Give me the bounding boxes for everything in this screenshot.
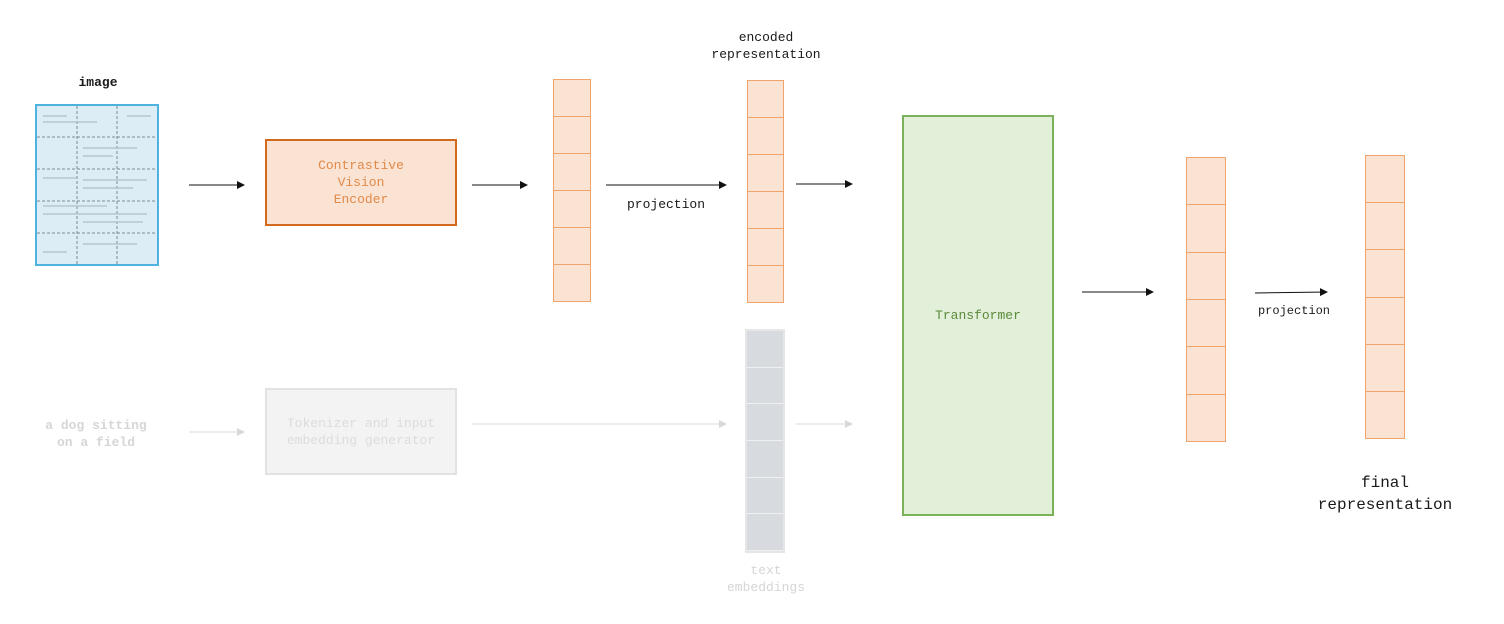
vector-cell bbox=[1187, 253, 1225, 300]
vector-cell bbox=[1187, 347, 1225, 395]
vector-cell bbox=[1187, 205, 1225, 253]
document-image-graphic bbox=[37, 106, 157, 264]
vector-cell bbox=[554, 228, 590, 265]
tokenizer-box: Tokenizer and input embedding generator bbox=[265, 388, 457, 475]
vector-cell bbox=[748, 229, 783, 266]
vector-cell bbox=[748, 81, 783, 118]
encoded-representation-vector bbox=[747, 80, 784, 303]
vector-cell bbox=[748, 266, 783, 302]
vector-cell bbox=[1187, 395, 1225, 441]
transformer-output-vector bbox=[1186, 157, 1226, 442]
vision-encoder-box: Contrastive Vision Encoder bbox=[265, 139, 457, 226]
vector-cell bbox=[554, 191, 590, 228]
vector-cell bbox=[554, 154, 590, 191]
document-image bbox=[35, 104, 159, 266]
vector-cell bbox=[1366, 156, 1404, 204]
final-representation-vector bbox=[1365, 155, 1405, 439]
vector-cell bbox=[1366, 345, 1404, 392]
image-label: image bbox=[78, 75, 118, 90]
vector-cell bbox=[1366, 298, 1404, 345]
encoded-representation-label: encoded representation bbox=[711, 30, 821, 62]
vector-cell bbox=[748, 155, 783, 192]
vector-cell bbox=[554, 117, 590, 154]
vector-cell bbox=[747, 331, 783, 368]
projection-label-2: projection bbox=[1257, 304, 1330, 318]
vector-cell bbox=[1366, 392, 1404, 438]
vector-cell bbox=[747, 514, 783, 552]
vision-output-vector bbox=[553, 79, 591, 302]
vector-cell bbox=[1187, 158, 1225, 206]
vector-cell bbox=[747, 441, 783, 478]
vector-cell bbox=[1366, 250, 1404, 298]
vector-cell bbox=[747, 404, 783, 442]
vector-cell bbox=[554, 265, 590, 301]
text-embeddings-label: text embeddings bbox=[726, 563, 805, 595]
vector-cell bbox=[554, 80, 590, 117]
arrow-projection-2 bbox=[1254, 288, 1328, 297]
text-input-label: a dog sitting on a field bbox=[45, 418, 147, 450]
vector-cell bbox=[747, 368, 783, 405]
vector-cell bbox=[747, 478, 783, 515]
text-embeddings-vector bbox=[745, 329, 785, 553]
vector-cell bbox=[748, 192, 783, 229]
vector-cell bbox=[1366, 203, 1404, 251]
projection-label-1: projection bbox=[626, 197, 705, 212]
transformer-box: Transformer bbox=[902, 115, 1054, 516]
vector-cell bbox=[748, 118, 783, 155]
final-representation-label: final representation bbox=[1317, 474, 1453, 514]
vector-cell bbox=[1187, 300, 1225, 348]
